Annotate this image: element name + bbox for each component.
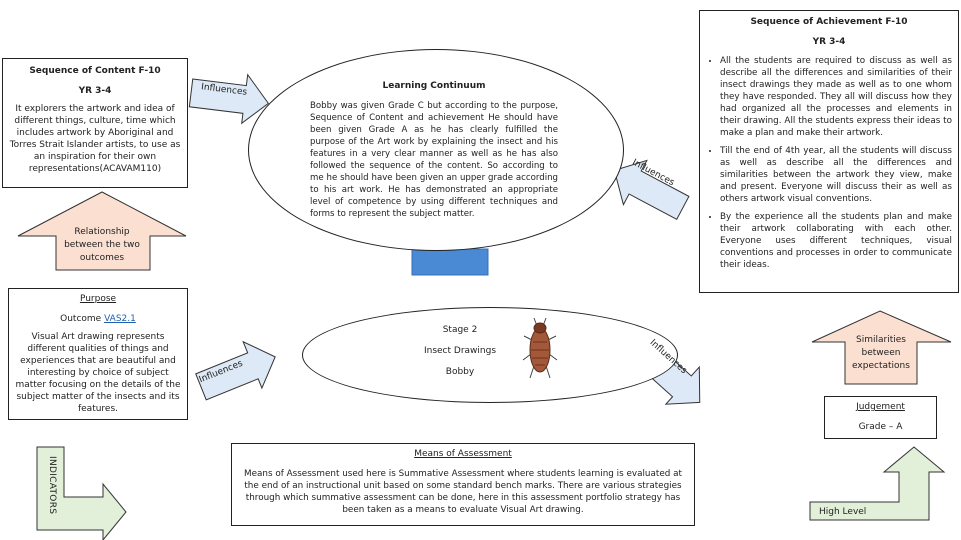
purpose-title: Purpose (79, 294, 117, 304)
purpose-box: Purpose Outcome VAS2.1 Visual Art drawin… (8, 288, 188, 420)
assessment-body: Means of Assessment used here is Summati… (244, 469, 682, 515)
similarities-label: Similarities between expectations (852, 335, 910, 371)
content-subtitle: YR 3-4 (78, 86, 112, 96)
achievement-bullet: By the experience all the students plan … (720, 211, 952, 271)
judgement-grade: Grade – A (858, 422, 903, 432)
purpose-body: Visual Art drawing represents different … (15, 332, 181, 414)
means-of-assessment-box: Means of Assessment Means of Assessment … (231, 443, 695, 526)
relationship-label: Relationship between the two outcomes (64, 227, 140, 263)
judgement-title: Judgement (856, 402, 905, 412)
high-level-label: High Level (819, 507, 867, 517)
similarities-arrow-shape (811, 310, 952, 385)
achievement-subtitle: YR 3-4 (812, 37, 846, 47)
judgement-box: Judgement Grade – A (824, 396, 937, 439)
blue-rectangle (411, 248, 489, 276)
continuum-title: Learning Continuum (382, 81, 486, 91)
achievement-title: Sequence of Achievement F-10 (750, 17, 908, 27)
continuum-body: Bobby was given Grade C but according to… (310, 101, 558, 219)
assessment-title: Means of Assessment (414, 449, 512, 459)
stage-ellipse (302, 307, 678, 403)
learning-continuum-text: Learning Continuum Bobby was given Grade… (310, 80, 558, 220)
sequence-of-content-box: Sequence of Content F-10 YR 3-4 It explo… (2, 58, 188, 188)
outcome-prefix: Outcome (60, 314, 105, 324)
influences-arrow-3 (195, 340, 276, 401)
stage-line: Bobby (445, 367, 475, 377)
stage-line: Stage 2 (442, 325, 478, 335)
purpose-outcome: Outcome VAS2.1 (14, 313, 182, 325)
content-title: Sequence of Content F-10 (29, 66, 161, 76)
stage-text: Stage 2 Insect Drawings Bobby (400, 324, 520, 378)
achievement-bullet: All the students are required to discuss… (720, 55, 952, 139)
high-level-arrow-shape (809, 446, 946, 521)
indicators-label: INDICATORS (47, 456, 57, 515)
achievement-bullet: Till the end of 4th year, all the studen… (720, 145, 952, 205)
influences-arrow-1 (188, 73, 270, 125)
learning-continuum-ellipse (248, 49, 624, 251)
content-body: It explorers the artwork and idea of dif… (9, 104, 181, 174)
relationship-arrow-shape (17, 191, 187, 271)
indicators-arrow-shape (36, 446, 127, 540)
influences-arrow-2 (613, 159, 690, 221)
stage-line: Insect Drawings (423, 346, 497, 356)
outcome-link[interactable]: VAS2.1 (104, 314, 136, 324)
sequence-of-achievement-box: Sequence of Achievement F-10 YR 3-4 All … (699, 10, 959, 293)
